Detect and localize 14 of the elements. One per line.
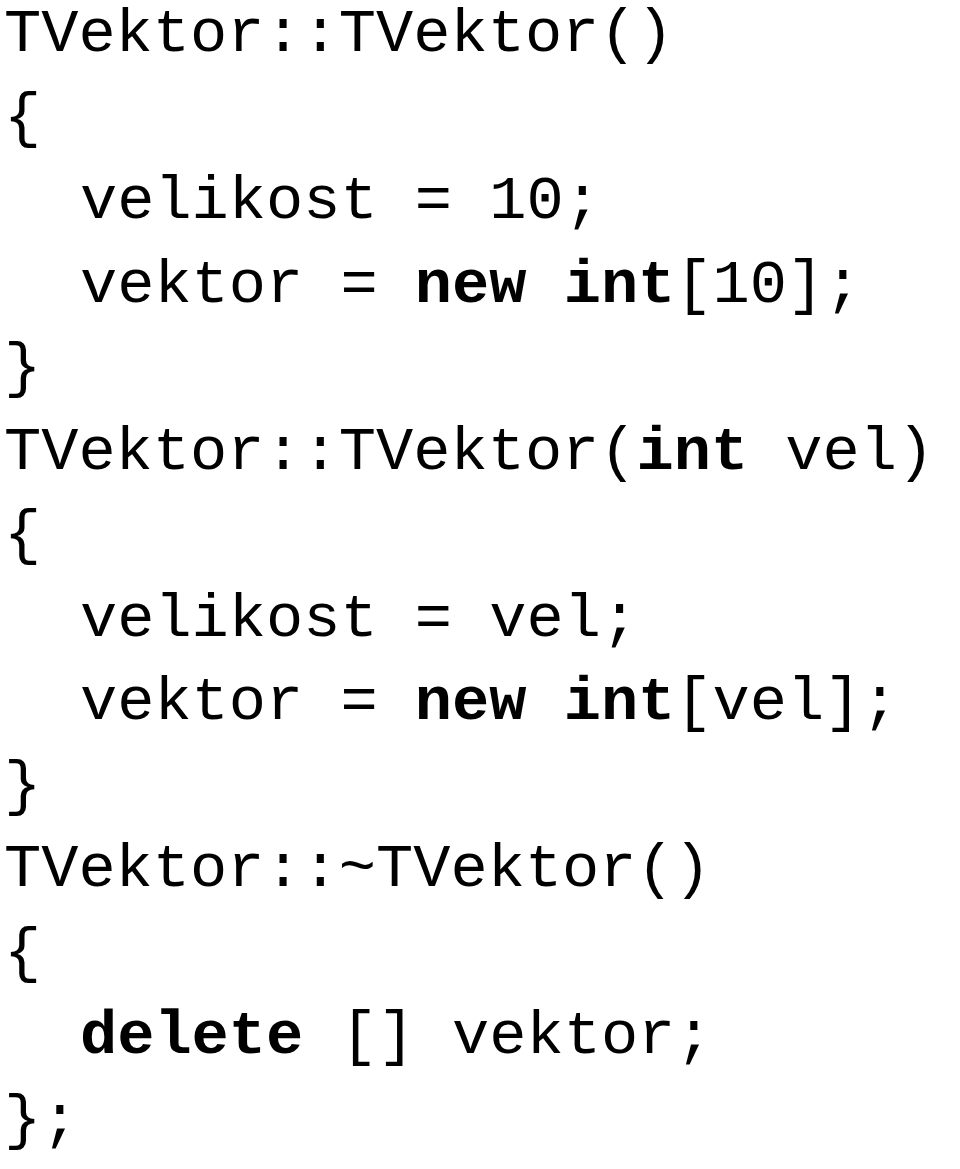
code-line: delete [] vektor; xyxy=(80,1004,713,1070)
code-line: velikost = vel; xyxy=(80,586,639,653)
code-line: vektor = new int[10]; xyxy=(80,252,862,319)
code-line: TVektor::~TVektor() xyxy=(4,837,711,903)
code-line: { xyxy=(4,85,42,152)
code-line: TVektor::TVektor() xyxy=(4,2,674,68)
code-line: { xyxy=(4,920,42,987)
code-line: velikost = 10; xyxy=(80,169,601,235)
code-line: } xyxy=(4,753,42,820)
code-line: vektor = new int[vel]; xyxy=(80,670,899,736)
code-line: TVektor::TVektor(int vel) xyxy=(4,419,935,486)
code-line: }; xyxy=(4,1087,79,1154)
code-line: { xyxy=(4,503,42,569)
code-line: } xyxy=(4,336,42,402)
